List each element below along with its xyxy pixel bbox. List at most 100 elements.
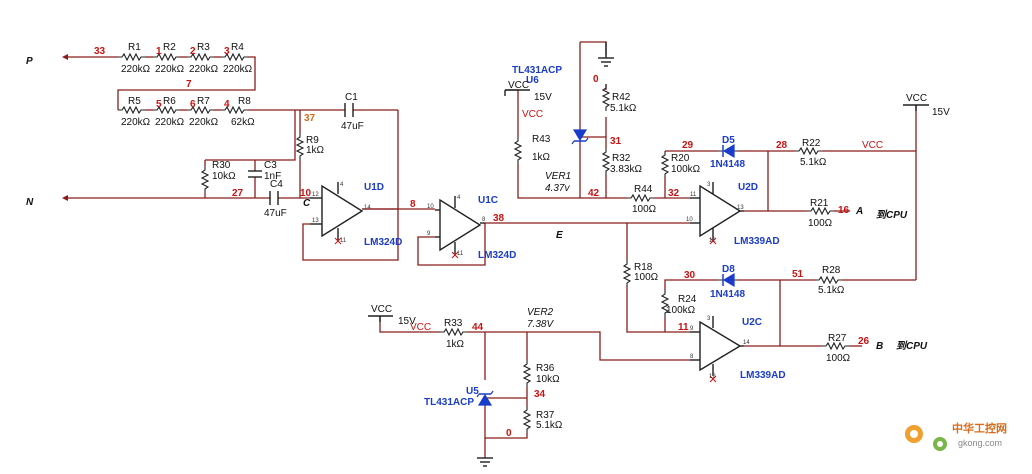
u1d-pin-gnd: 11 (340, 238, 347, 244)
net-29: 29 (682, 140, 694, 151)
d8-part: 1N4148 (710, 289, 745, 300)
u1d-pin-vcc: 4 (340, 182, 344, 188)
r43-value: 1kΩ (532, 152, 551, 163)
net-3: 3 (224, 46, 230, 57)
power-symbols (368, 42, 929, 467)
net-34: 34 (534, 389, 546, 400)
c1-value: 47uF (341, 121, 364, 132)
net-28: 28 (776, 140, 788, 151)
r6-value: 220kΩ (155, 117, 185, 128)
node-c: C (303, 198, 311, 209)
net-32: 32 (668, 188, 680, 199)
watermark-url: gkong.com (958, 438, 1002, 448)
r5-ref: R5 (128, 96, 141, 107)
r3-ref: R3 (197, 42, 210, 53)
net-26: 26 (858, 336, 870, 347)
r2-value: 220kΩ (155, 64, 185, 75)
r3-value: 220kΩ (189, 64, 219, 75)
net-33: 33 (94, 46, 106, 57)
u2d-pin-gnd: 12 (709, 238, 716, 244)
r5-value: 220kΩ (121, 117, 151, 128)
r18-value: 100Ω (634, 272, 659, 283)
ver1-value: 4.37v (545, 183, 570, 194)
net-27: 27 (232, 188, 244, 199)
r30-ref: R30 (212, 160, 231, 171)
r44-ref: R44 (634, 184, 653, 195)
r1-ref: R1 (128, 42, 141, 53)
u1d-pin-in-minus: 13 (312, 218, 319, 224)
r42-ref: R42 (612, 92, 631, 103)
d8-ref: D8 (722, 264, 735, 275)
ver1-name: VER1 (545, 171, 571, 182)
input-arrows (62, 54, 68, 201)
u2d-pin-out: 13 (737, 205, 744, 211)
net-7: 7 (186, 79, 192, 90)
r27-ref: R27 (828, 333, 847, 344)
r21-value: 100Ω (808, 218, 833, 229)
d5-diode (718, 143, 738, 159)
u2d-comparator (690, 182, 744, 245)
r9-value: 1kΩ (306, 145, 325, 156)
r43-ref: R43 (532, 134, 551, 145)
net-42: 42 (588, 188, 600, 199)
c3-ref: C3 (264, 160, 277, 171)
r9-ref: R9 (306, 135, 319, 146)
pin-numbers: 12 13 14 4 11 10 9 8 4 11 11 10 13 3 12 … (312, 182, 750, 380)
u1c-pin-gnd: 11 (457, 251, 464, 257)
r7-ref: R7 (197, 96, 210, 107)
d5-ref: D5 (722, 135, 735, 146)
u1d-part: LM324D (364, 237, 402, 248)
capacitor-symbols (248, 103, 354, 205)
r4-value: 220kΩ (223, 64, 253, 75)
u5-part: TL431ACP (424, 397, 474, 408)
d5-part: 1N4148 (710, 159, 745, 170)
u1c-pin-vcc: 4 (457, 195, 461, 201)
vcc-label-u5: VCC (371, 304, 392, 315)
component-labels: R1 220kΩ R2 220kΩ R3 220kΩ R4 220kΩ R5 2… (121, 42, 851, 431)
node-labels: P N C E A B (26, 56, 883, 352)
15v-label-right: 15V (932, 107, 950, 118)
r27-value: 100Ω (826, 353, 851, 364)
u2c-pin-in-plus: 9 (690, 326, 694, 332)
r6-ref: R6 (163, 96, 176, 107)
net-44: 44 (472, 322, 484, 333)
net-1: 1 (156, 46, 162, 57)
net-8: 8 (410, 199, 416, 210)
u6-part: TL431ACP (512, 65, 562, 76)
vcc-net-right: VCC (862, 140, 883, 151)
u5-ref: U5 (466, 386, 479, 397)
u2c-pin-out: 14 (743, 340, 750, 346)
r28-value: 5.1kΩ (818, 285, 845, 296)
u1c-pin-out: 8 (482, 217, 486, 223)
r1-value: 220kΩ (121, 64, 151, 75)
u1c-ref: U1C (478, 195, 498, 206)
net-30: 30 (684, 270, 696, 281)
r8-value: 62kΩ (231, 117, 255, 128)
node-n: N (26, 197, 34, 208)
u2c-part: LM339AD (740, 370, 786, 381)
c4-ref: C4 (270, 179, 283, 190)
u2c-pin-vcc: 3 (707, 316, 711, 322)
u2d-pin-vcc: 3 (707, 182, 711, 188)
u1d-pin-out: 14 (364, 205, 371, 211)
u1d-opamp (310, 182, 364, 245)
node-b: B (876, 341, 883, 352)
u2d-pin-in-minus: 10 (686, 217, 693, 223)
net-37: 37 (304, 113, 316, 124)
r8-ref: R8 (238, 96, 251, 107)
net-11: 11 (678, 322, 689, 333)
r20-ref: R20 (671, 153, 690, 164)
ver2-value: 7.38V (527, 319, 554, 330)
vcc-label-u6: VCC (508, 80, 529, 91)
r32-value: 3.83kΩ (610, 164, 642, 175)
ver2-name: VER2 (527, 307, 554, 318)
u2d-part: LM339AD (734, 236, 780, 247)
node-p: P (26, 56, 33, 67)
u1d-ref: U1D (364, 182, 384, 193)
watermark: 中华工控网 gkong.com (905, 421, 1007, 451)
wires (65, 41, 917, 458)
r7-value: 220kΩ (189, 117, 219, 128)
u2d-ref: U2D (738, 182, 758, 193)
vcc-label-right: VCC (906, 93, 927, 104)
